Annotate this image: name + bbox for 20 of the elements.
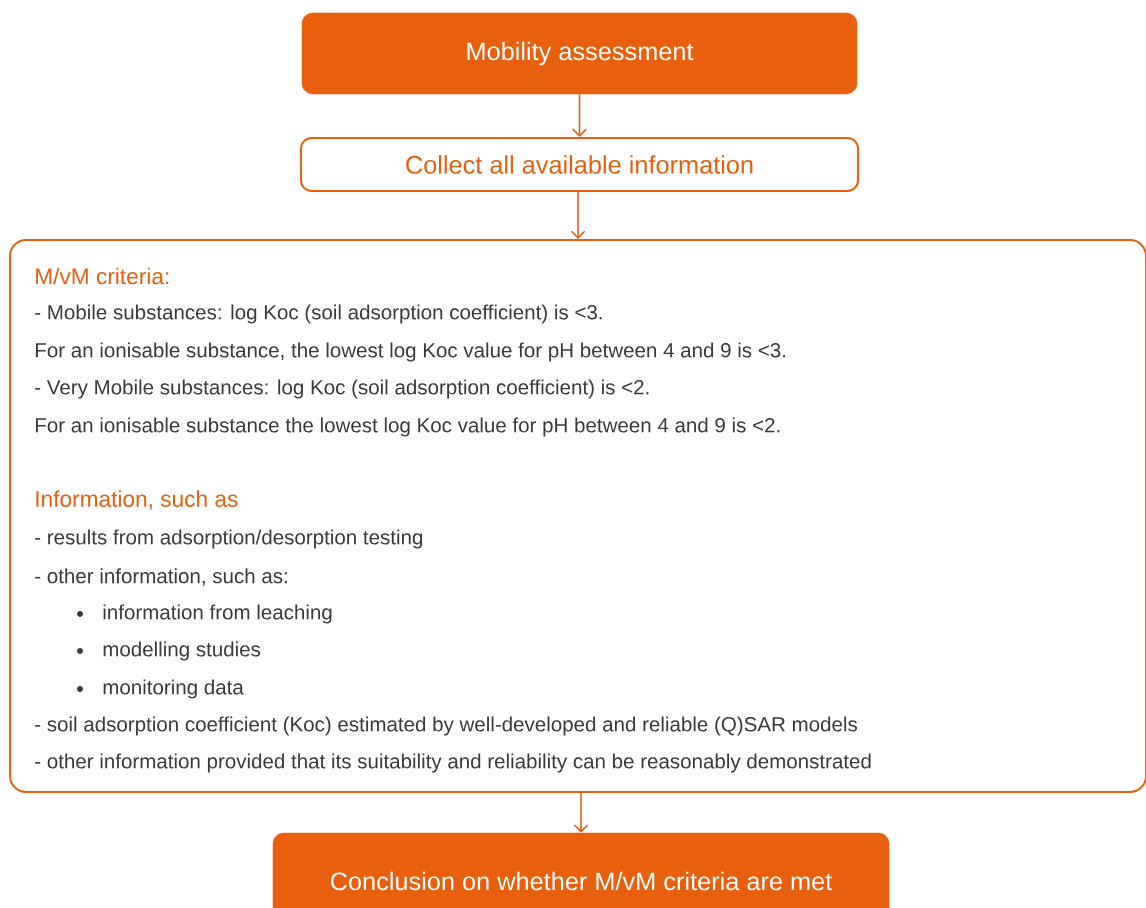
step-box: Collect all available information bbox=[299, 136, 860, 193]
section-heading: M/vM criteria: bbox=[36, 267, 169, 285]
criteria-box bbox=[9, 239, 1146, 793]
list-item: modelling studies bbox=[103, 641, 261, 661]
text-line: - soil adsorption coefficient (Koc) estimated by well-developed and reliable (Q)SAR models bbox=[35, 716, 857, 736]
arrow bbox=[573, 792, 589, 833]
list-item: information from leaching bbox=[103, 604, 332, 624]
section-heading: Information, such as bbox=[36, 490, 238, 510]
process-box: Conclusion on whether M/vM criteria are met bbox=[272, 832, 890, 908]
text-line: - other information, such as: bbox=[35, 568, 287, 586]
text-line: - results from adsorption/desorption testing bbox=[35, 529, 423, 549]
text-line: - other information provided that its suitability and reliability can be reasonably demonstrated bbox=[35, 753, 871, 773]
list-item: monitoring data bbox=[103, 679, 244, 699]
text-line: - Mobile substances: log Koc (soil adsorption coefficient) is <3. bbox=[35, 304, 602, 324]
text-line: For an ionisable substance the lowest log Koc value for pH between 4 and 9 is <2. bbox=[35, 417, 780, 437]
process-box: Mobility assessment bbox=[301, 12, 858, 95]
text-line: For an ionisable substance, the lowest log Koc value for pH between 4 and 9 is <3. bbox=[35, 342, 786, 362]
arrow bbox=[572, 93, 587, 137]
arrow bbox=[570, 191, 586, 239]
text-line: - Very Mobile substances: log Koc (soil adsorption coefficient) is <2. bbox=[35, 379, 649, 399]
